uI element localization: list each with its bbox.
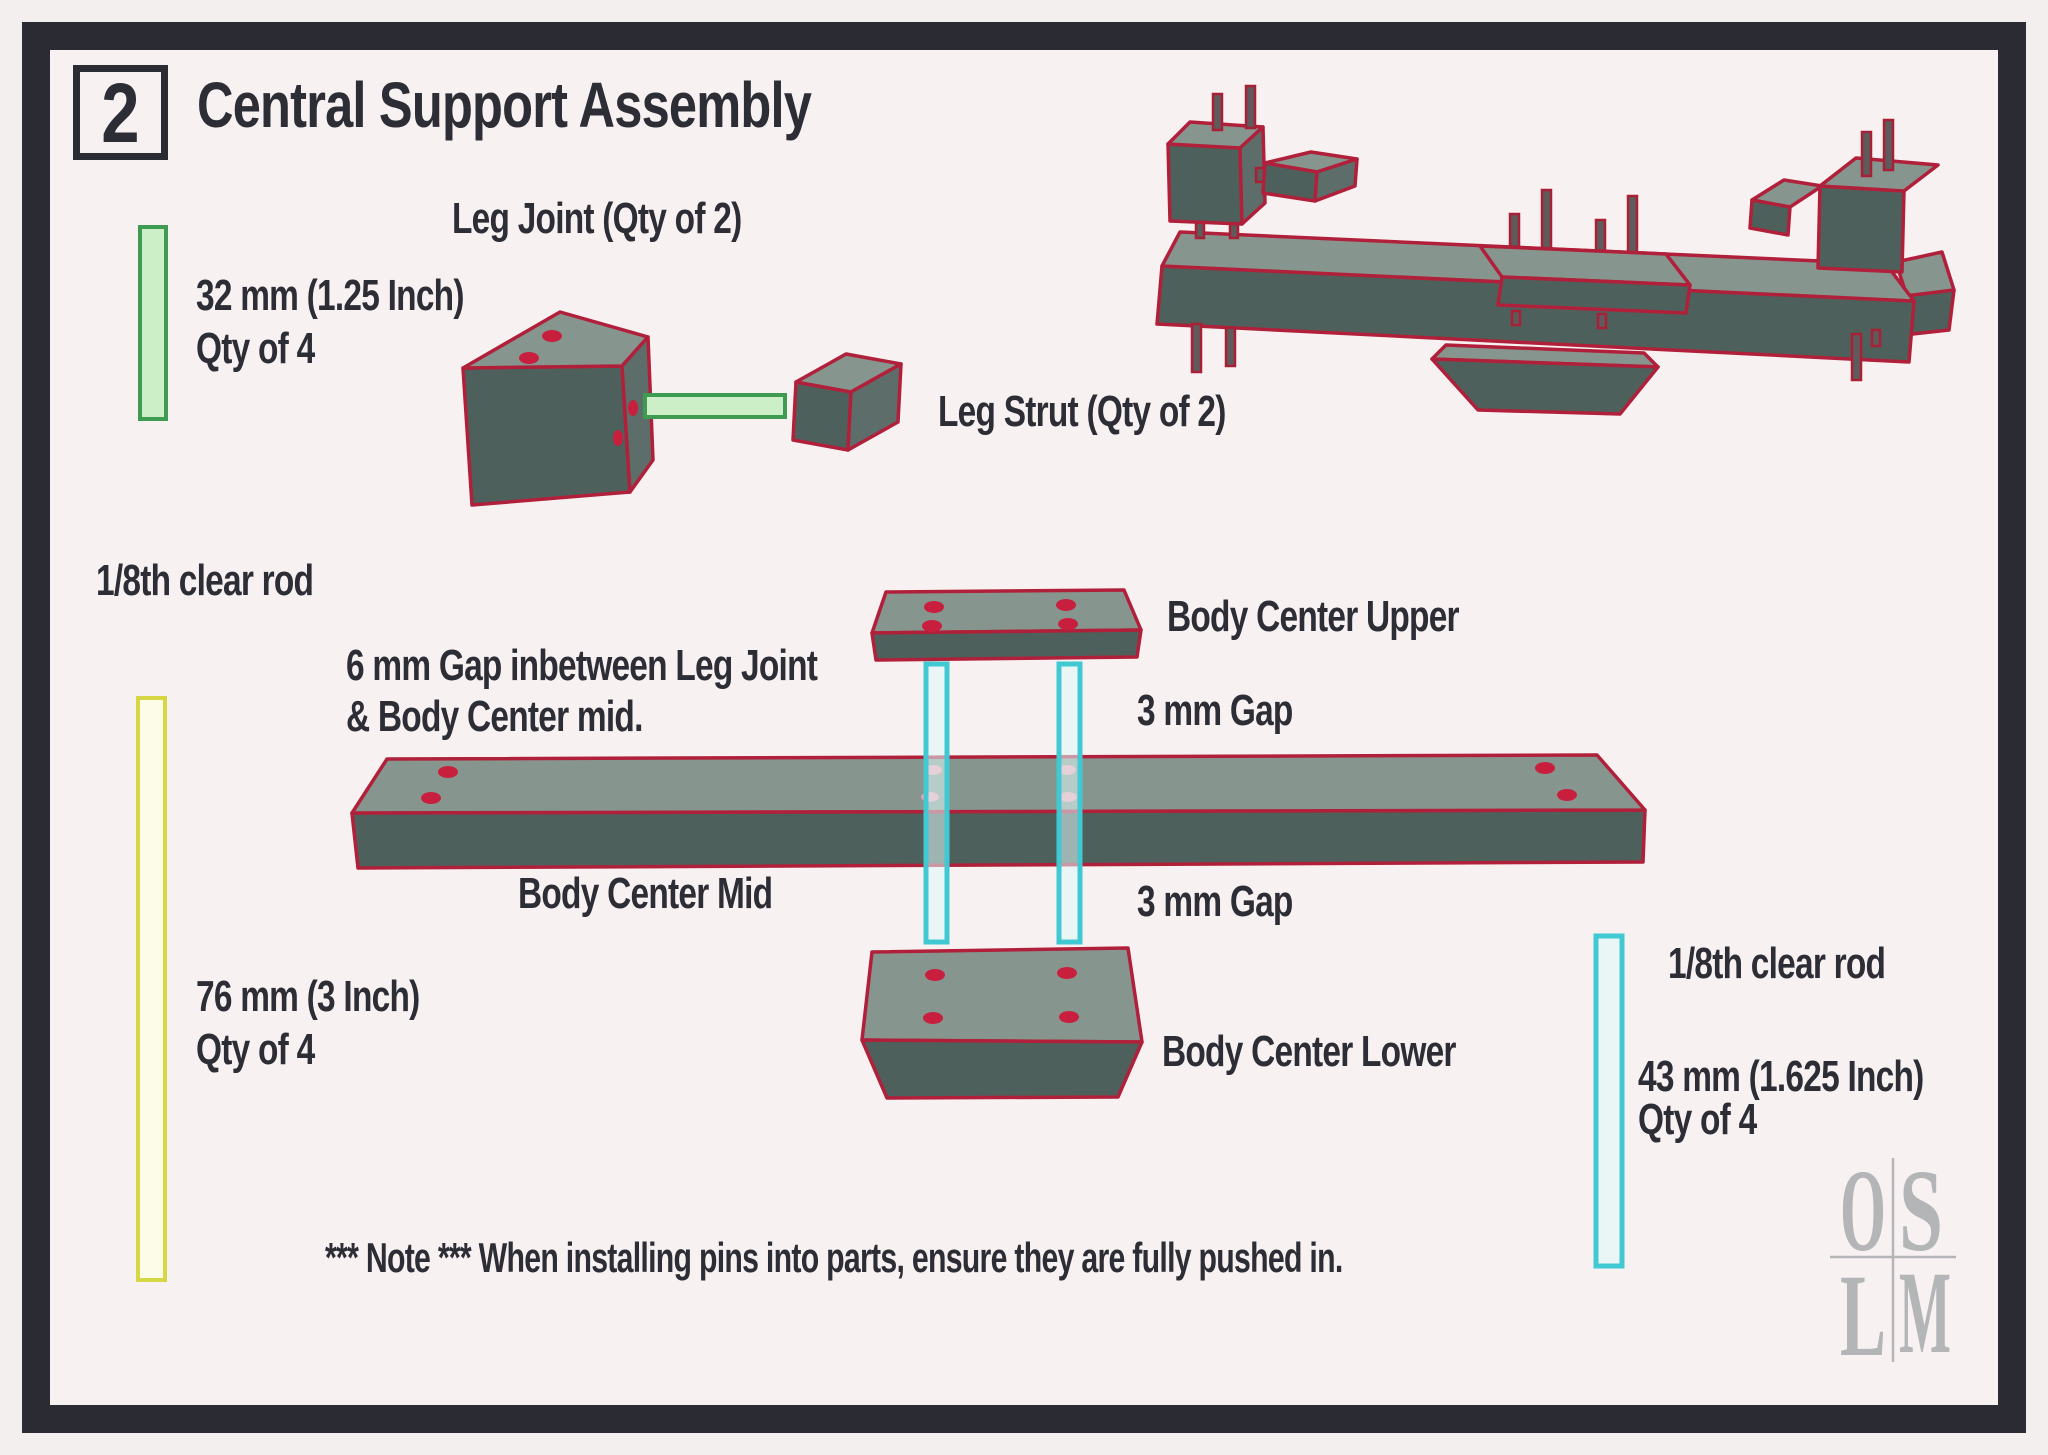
assembly-pin — [1596, 312, 1608, 330]
label-leg-strut: Leg Strut (Qty of 2) — [938, 387, 1226, 436]
label-clear-rod-right: 1/8th clear rod — [1668, 939, 1886, 988]
logo-letter-m: M — [1899, 1247, 1951, 1378]
assembly-pin — [1540, 188, 1553, 254]
label-gap-note-line1: 6 mm Gap inbetween Leg Joint — [346, 641, 818, 690]
note-text: *** Note *** When installing pins into p… — [325, 1234, 1343, 1281]
assembly-pin — [1224, 326, 1237, 368]
logo-letter-l: L — [1840, 1250, 1886, 1381]
page-frame-inner — [50, 50, 1998, 1405]
leg-strut-box — [791, 352, 903, 452]
green-rod-vertical — [138, 225, 168, 421]
assembly-pin — [1190, 322, 1203, 374]
label-body-center-upper: Body Center Upper — [1167, 592, 1460, 641]
label-yellow-rod-length: 76 mm (3 Inch) — [196, 972, 420, 1021]
body-center-upper-part — [870, 588, 1143, 662]
step-number: 2 — [101, 65, 140, 160]
label-cyan-rod-qty: Qty of 4 — [1638, 1095, 1757, 1144]
logo-letter-s: S — [1899, 1145, 1943, 1276]
label-gap-note-line2: & Body Center mid. — [346, 692, 643, 741]
assembly-pin — [1510, 309, 1522, 327]
cyan-rod-mid-left — [923, 661, 950, 945]
cyan-rod-mid-right — [1056, 661, 1083, 945]
cyan-rod-right — [1593, 933, 1625, 1269]
label-green-rod-length: 32 mm (1.25 Inch) — [196, 271, 464, 320]
label-body-center-mid: Body Center Mid — [518, 869, 773, 918]
assembly-pin — [1626, 194, 1639, 260]
label-green-rod-qty: Qty of 4 — [196, 324, 315, 373]
label-gap-top: 3 mm Gap — [1137, 686, 1293, 735]
oslm-logo: O S L M — [1830, 1145, 1956, 1381]
step-number-box: 2 — [73, 65, 168, 160]
assembled-preview — [1155, 84, 1956, 416]
assembly-center-plate — [1478, 244, 1692, 315]
label-leg-joint: Leg Joint (Qty of 2) — [452, 194, 742, 243]
label-gap-bottom: 3 mm Gap — [1137, 877, 1293, 926]
assembly-pin — [1870, 328, 1882, 348]
yellow-rod — [136, 696, 167, 1282]
assembly-left-leg-strut — [1254, 150, 1359, 203]
label-cyan-rod-length: 43 mm (1.625 Inch) — [1638, 1052, 1924, 1101]
logo-letter-o: O — [1840, 1145, 1886, 1276]
assembly-pin — [1850, 332, 1863, 382]
label-yellow-rod-qty: Qty of 4 — [196, 1025, 315, 1074]
label-clear-rod-left: 1/8th clear rod — [96, 556, 314, 605]
assembly-lower-trapezoid — [1430, 343, 1660, 416]
assembly-right-leg-strut — [1748, 178, 1824, 237]
body-center-mid-part — [350, 753, 1647, 870]
assembly-left-leg-joint — [1166, 84, 1267, 240]
page-title: Central Support Assembly — [197, 69, 812, 141]
assembly-right-leg-joint — [1816, 118, 1940, 274]
leg-joint-cube — [461, 310, 655, 507]
label-body-center-lower: Body Center Lower — [1162, 1027, 1456, 1076]
green-rod-horizontal — [643, 393, 787, 419]
body-center-lower-part — [860, 946, 1144, 1100]
